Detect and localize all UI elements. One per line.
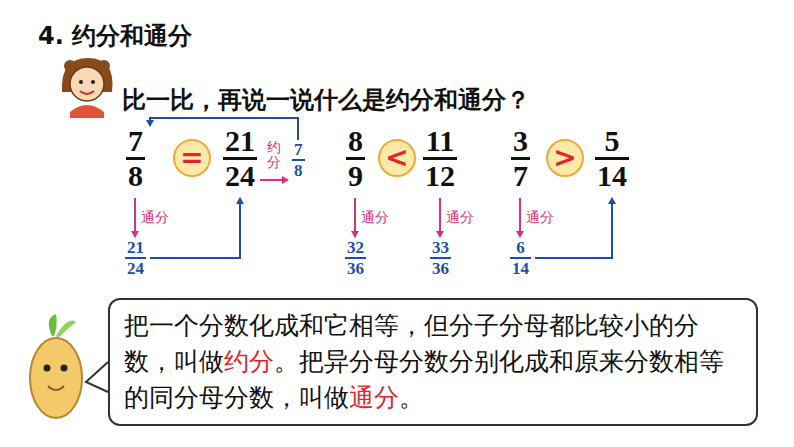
- girl-icon: [62, 58, 113, 118]
- numerator: 32: [347, 239, 364, 256]
- fraction-bar: [423, 157, 457, 160]
- expand-arrow: [134, 198, 136, 237]
- symbol-circle: =: [173, 139, 211, 177]
- fraction: 2124: [223, 126, 257, 191]
- potato-mascot: [30, 314, 82, 418]
- expand-label: 通分: [446, 209, 474, 227]
- reduce-arrow: [260, 179, 288, 181]
- fraction-bar: [125, 257, 146, 259]
- compare-sign: =: [180, 144, 203, 172]
- fraction-bar: [126, 157, 145, 160]
- title: 4. 约分和通分: [38, 20, 192, 52]
- fraction: 37: [511, 126, 530, 191]
- numerator: 8: [348, 126, 363, 156]
- numerator: 7: [128, 126, 143, 156]
- denominator: 12: [425, 161, 455, 191]
- numerator: 6: [516, 239, 525, 256]
- prompt-text: 比一比，再说一说什么是约分和通分？: [122, 84, 530, 116]
- link-line: [150, 118, 298, 140]
- fraction: 2124: [125, 239, 146, 277]
- fraction: 78: [126, 126, 145, 191]
- fraction-bar: [511, 157, 530, 160]
- fraction-bar: [223, 157, 257, 160]
- expand-label: 通分: [141, 209, 169, 227]
- denominator: 14: [512, 260, 529, 277]
- denominator: 8: [294, 162, 303, 179]
- bubble-tail: [86, 362, 108, 392]
- symbol-circle: <: [378, 139, 416, 177]
- numerator: 33: [432, 239, 449, 256]
- expand-label: 通分: [526, 209, 554, 227]
- denominator: 9: [348, 161, 363, 191]
- compare-sign: <: [385, 144, 408, 172]
- link-line: [535, 198, 612, 258]
- fraction-bar: [430, 257, 451, 259]
- numerator: 11: [426, 126, 454, 156]
- fraction: 514: [595, 126, 629, 191]
- fraction: 3236: [345, 239, 366, 277]
- denominator: 24: [127, 260, 144, 277]
- symbol-circle: >: [546, 139, 584, 177]
- expand-arrow: [439, 198, 441, 237]
- fraction-bar: [595, 157, 629, 160]
- numerator: 3: [513, 126, 528, 156]
- expand-label: 通分: [361, 209, 389, 227]
- expand-arrow: [519, 198, 521, 237]
- term-highlight: 通分: [349, 383, 399, 412]
- compare-sign: >: [553, 144, 576, 172]
- term-highlight: 约分: [224, 347, 274, 376]
- fraction-bar: [345, 257, 366, 259]
- denominator: 36: [432, 260, 449, 277]
- denominator: 8: [128, 161, 143, 191]
- fraction-bar: [510, 257, 531, 259]
- definition-text: 。: [399, 383, 424, 412]
- numerator: 5: [605, 126, 620, 156]
- denominator: 14: [597, 161, 627, 191]
- denominator: 36: [347, 260, 364, 277]
- fraction: 1112: [423, 126, 457, 191]
- fraction: 89: [346, 126, 365, 191]
- denominator: 24: [225, 161, 255, 191]
- speech-bubble: 把一个分数化成和它相等，但分子分母都比较小的分数，叫做约分。把异分母分数分别化成…: [108, 298, 758, 426]
- fraction: 78: [292, 141, 305, 179]
- numerator: 21: [127, 239, 144, 256]
- denominator: 7: [513, 161, 528, 191]
- fraction-bar: [292, 159, 305, 161]
- expand-arrow: [354, 198, 356, 237]
- fraction: 614: [510, 239, 531, 277]
- numerator: 21: [225, 126, 255, 156]
- reduce-label: 约分: [267, 140, 281, 171]
- numerator: 7: [294, 141, 303, 158]
- fraction-bar: [346, 157, 365, 160]
- link-line: [150, 198, 240, 258]
- fraction: 3336: [430, 239, 451, 277]
